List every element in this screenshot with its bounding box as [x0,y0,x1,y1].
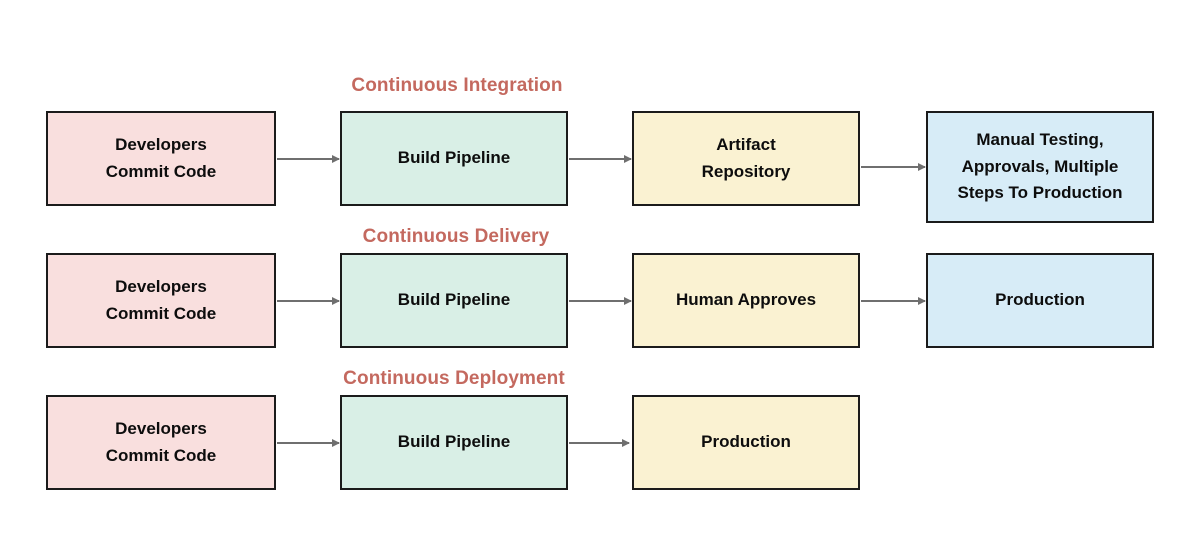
node-label: Developers Commit Code [105,419,217,465]
node-human-approves[interactable]: Human Approves [632,253,860,348]
arrow-head-icon [332,439,340,447]
arrow-build-to-approves [569,297,632,305]
node-label: Build Pipeline [397,148,511,168]
node-artifact-repository[interactable]: Artifact Repository [632,111,860,206]
row-title-2: Continuous Delivery [362,226,550,247]
node-label: Developers Commit Code [105,135,217,181]
arrow-head-icon [624,297,632,305]
node-production[interactable]: Production [632,395,860,490]
node-label: Production [701,432,791,452]
arrow-head-icon [622,439,630,447]
node-label: Manual Testing, Approvals, Multiple Step… [957,130,1123,203]
node-production[interactable]: Production [926,253,1154,348]
arrow-head-icon [332,297,340,305]
node-build-pipeline[interactable]: Build Pipeline [340,395,568,490]
row-title-3: Continuous Deployment [343,368,565,389]
node-label: Developers Commit Code [105,277,217,323]
node-label: Human Approves [675,290,817,310]
arrow-build-to-prod [569,439,630,447]
arrow-commit-to-build [277,297,340,305]
arrow-head-icon [918,297,926,305]
row-title-1: Continuous Integration [351,75,563,96]
node-build-pipeline[interactable]: Build Pipeline [340,111,568,206]
arrow-head-icon [918,163,926,171]
arrow-head-icon [332,155,340,163]
node-label: Artifact Repository [701,135,791,181]
node-manual-testing-approvals[interactable]: Manual Testing, Approvals, Multiple Step… [926,111,1154,223]
node-build-pipeline[interactable]: Build Pipeline [340,253,568,348]
arrow-head-icon [624,155,632,163]
node-developers-commit-code[interactable]: Developers Commit Code [46,395,276,490]
arrow-commit-to-build [277,439,340,447]
node-developers-commit-code[interactable]: Developers Commit Code [46,253,276,348]
arrow-approves-to-prod [861,297,926,305]
node-label: Build Pipeline [397,290,511,310]
node-developers-commit-code[interactable]: Developers Commit Code [46,111,276,206]
node-label: Build Pipeline [397,432,511,452]
arrow-build-to-artifact [569,155,632,163]
arrow-artifact-to-manual [861,163,926,171]
arrow-commit-to-build [277,155,340,163]
node-label: Production [995,290,1085,310]
